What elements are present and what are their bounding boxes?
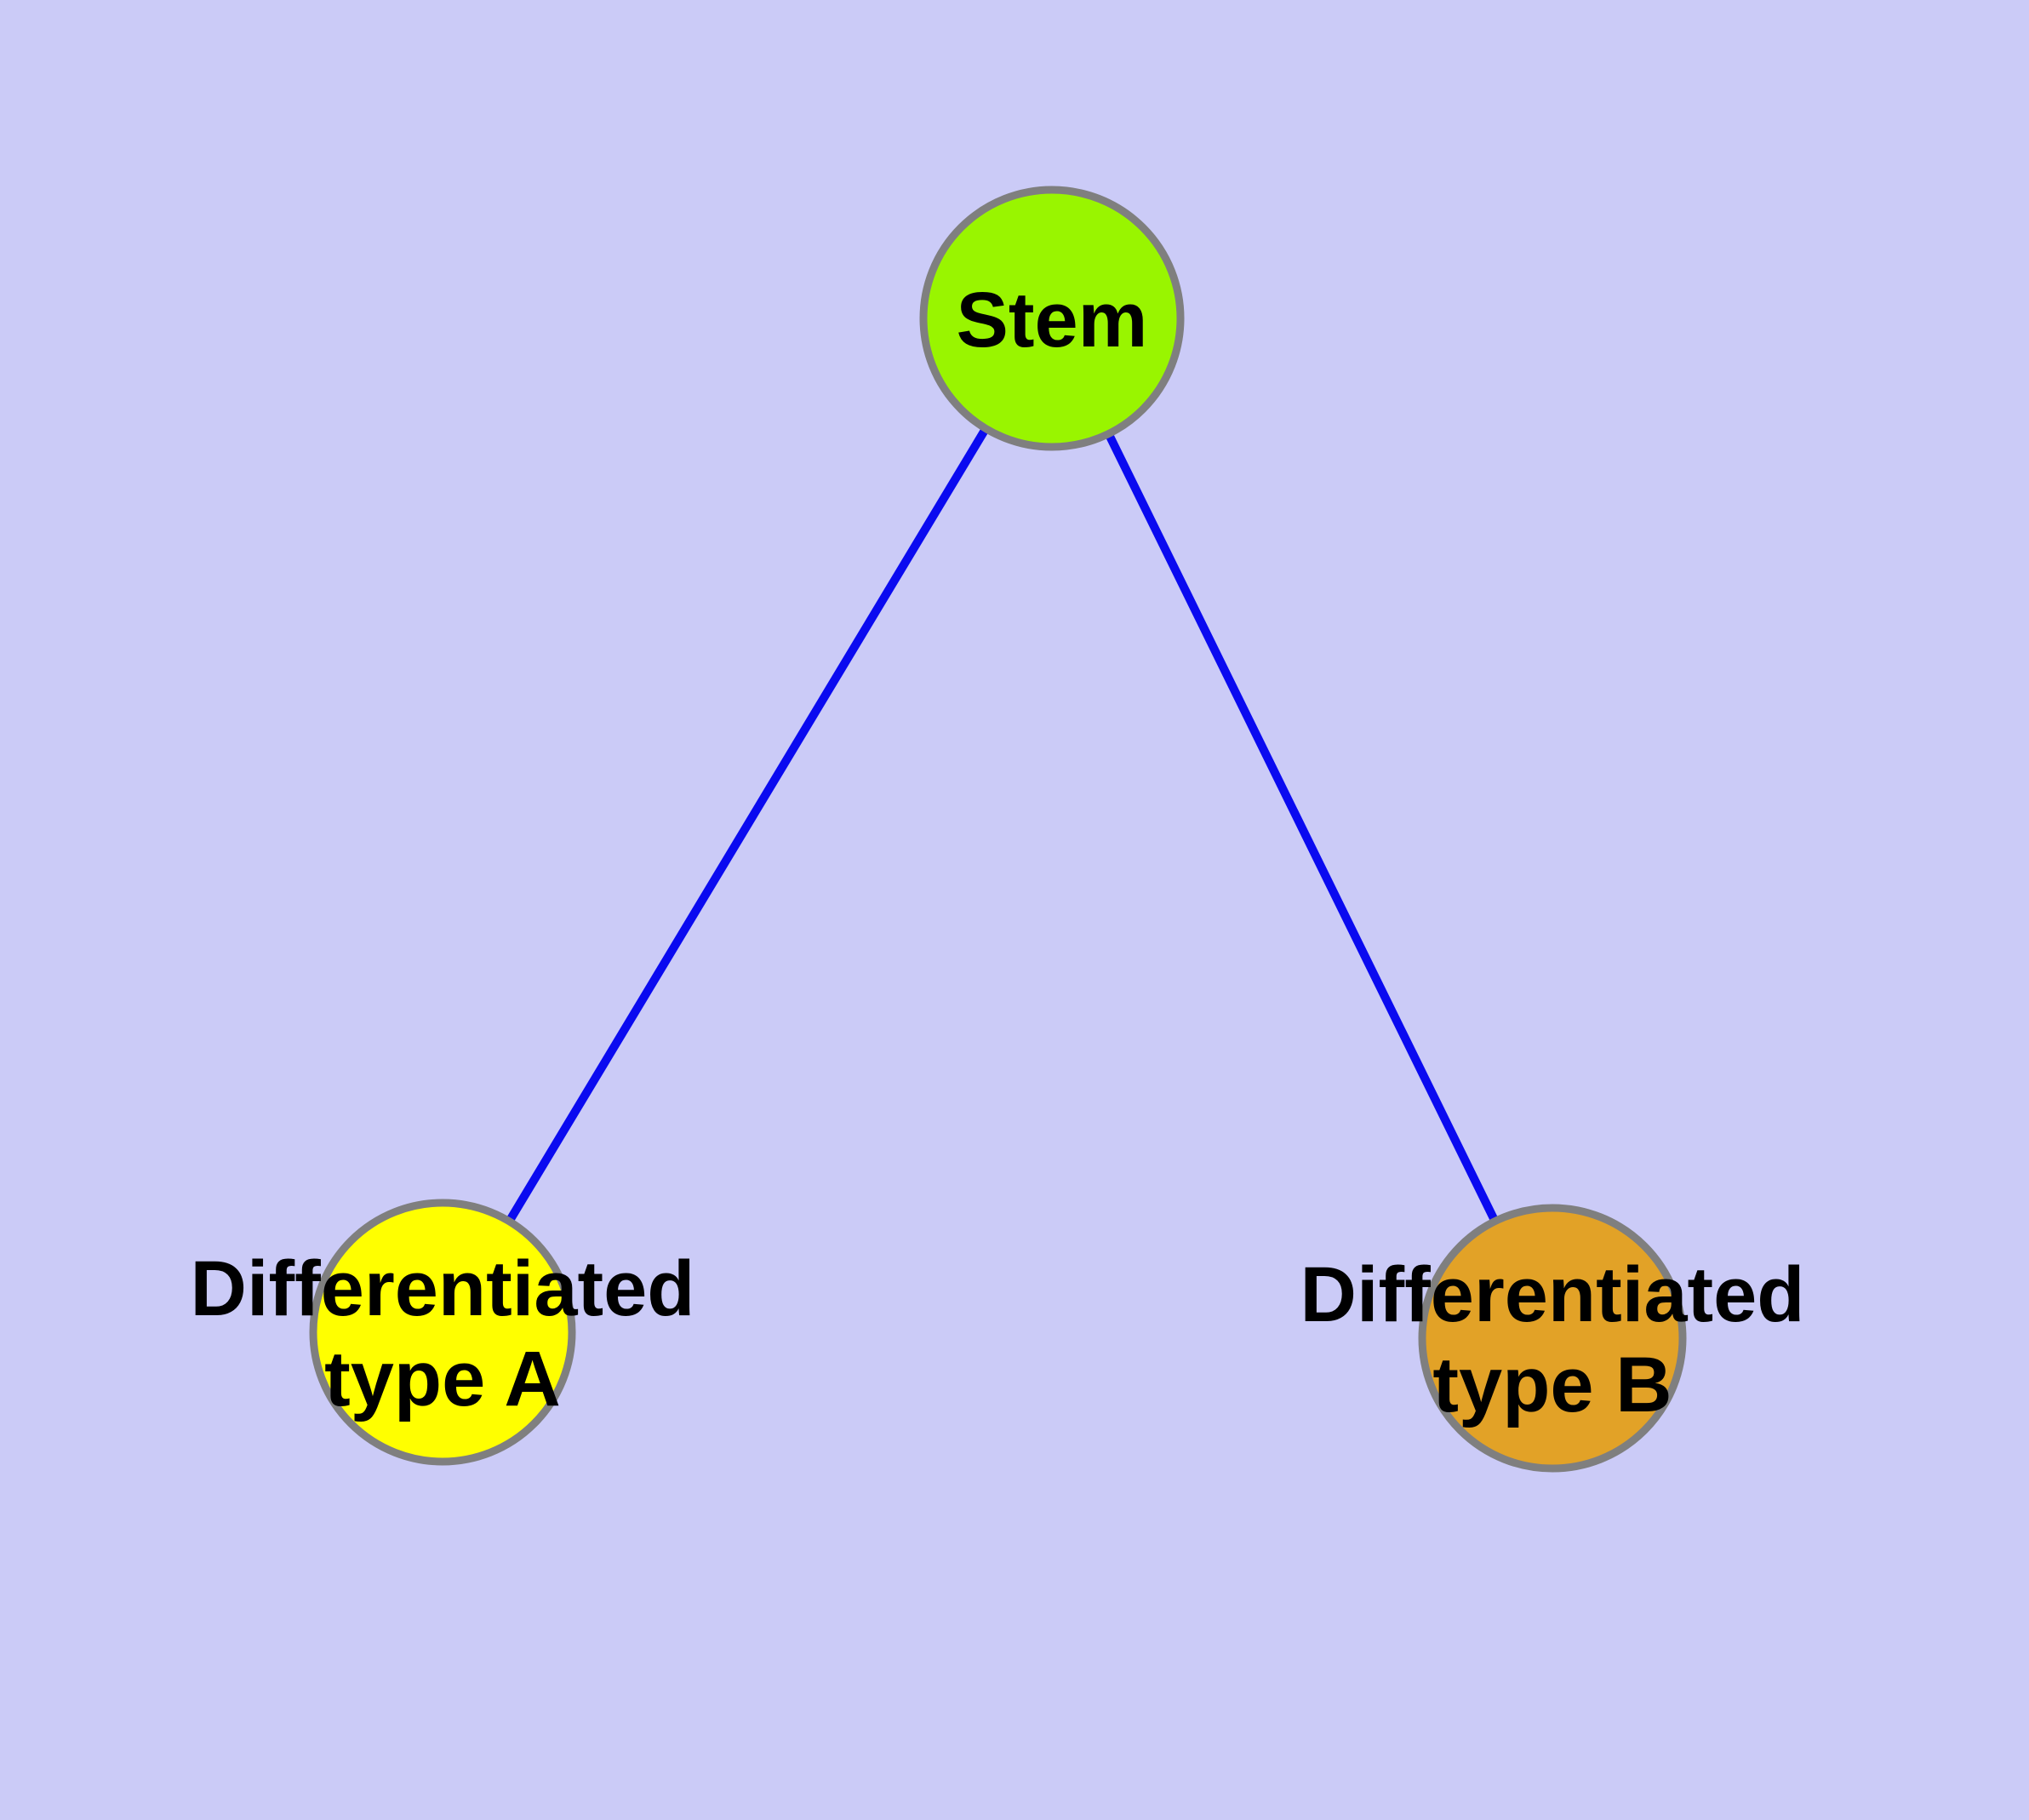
edge-stem-to-differentiated-type-a bbox=[438, 316, 1056, 1335]
node-label-line: type B bbox=[1432, 1342, 1672, 1428]
node-label-line: type A bbox=[324, 1336, 561, 1422]
node-label-stem: Stem bbox=[957, 277, 1148, 363]
node-label-line: Differentiated bbox=[191, 1245, 695, 1332]
node-differentiated-type-b bbox=[1418, 1204, 1687, 1473]
node-differentiated-type-a bbox=[309, 1199, 576, 1466]
node-stem bbox=[919, 186, 1185, 451]
node-label-line: Stem bbox=[957, 277, 1148, 363]
edge-stem-to-differentiated-type-b bbox=[1048, 316, 1557, 1341]
node-label-line: Differentiated bbox=[1300, 1251, 1805, 1338]
